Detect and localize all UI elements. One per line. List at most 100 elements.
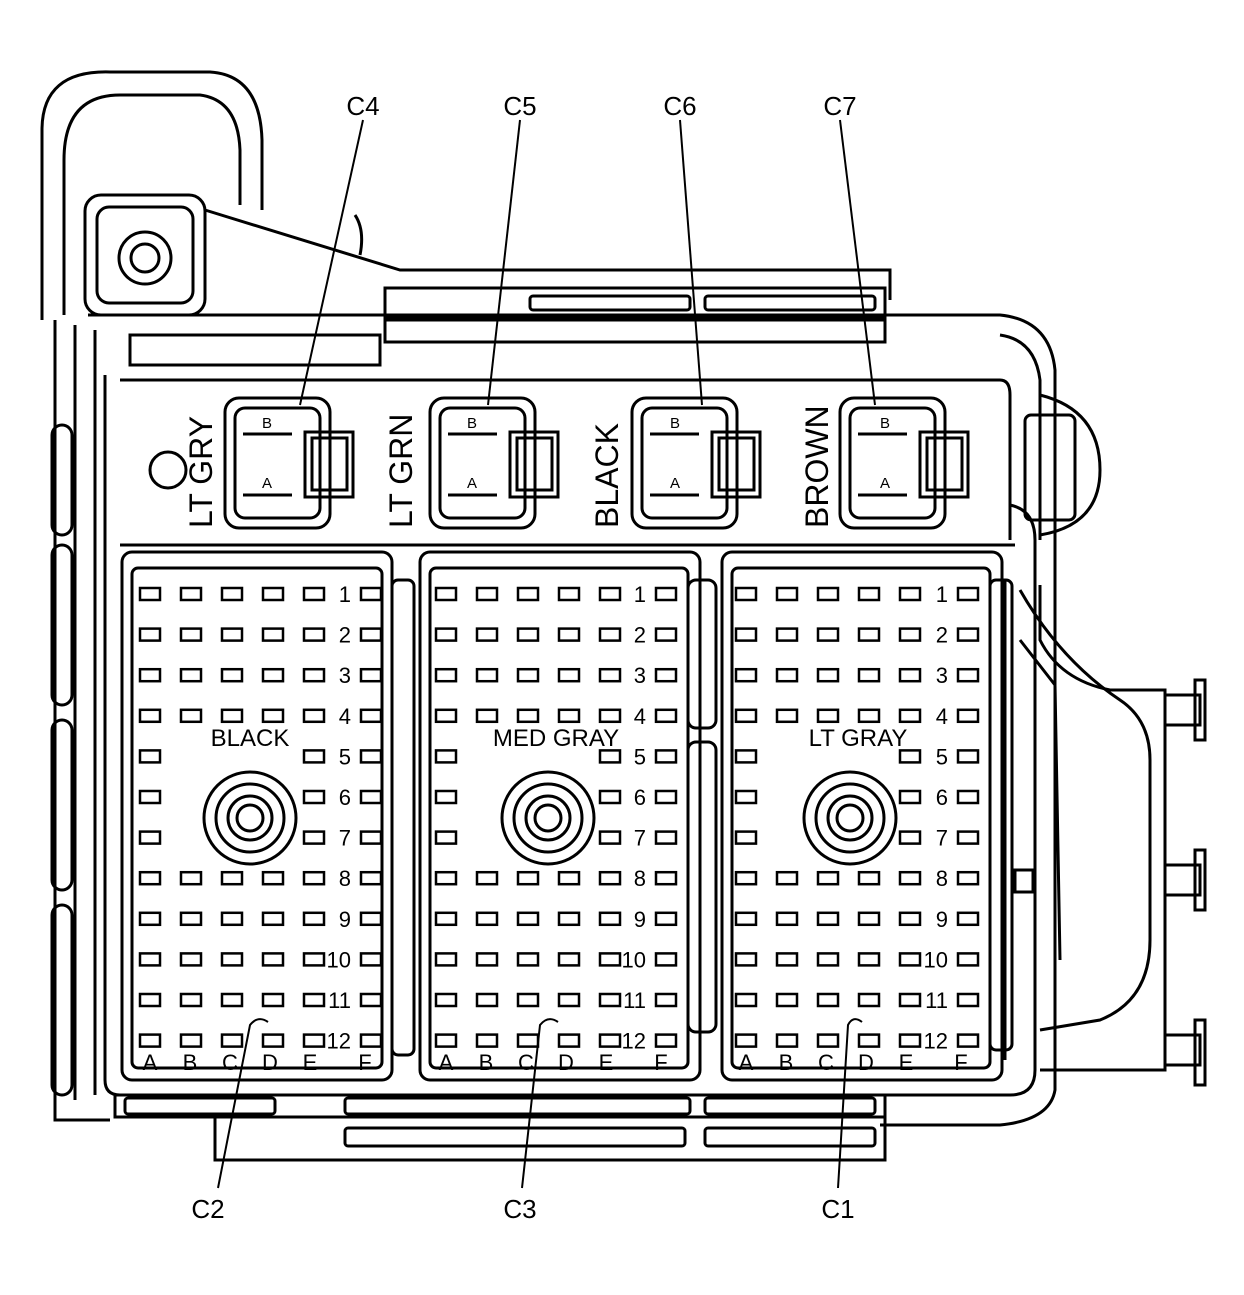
c6-pin-a: A	[670, 475, 680, 492]
c1-pin-cavity	[857, 992, 881, 1008]
c1-pin-cavity	[956, 667, 980, 683]
c2-pin-cavity	[359, 992, 383, 1008]
c3-column-label: A	[439, 1050, 454, 1075]
c2-pin-cavity	[359, 627, 383, 642]
c1-column-label: B	[779, 1050, 794, 1075]
c1-pin-cavity	[857, 667, 881, 683]
c2-pin-cavity	[359, 1033, 383, 1048]
c7-pin-b: B	[880, 415, 890, 432]
c1-row-label: 3	[936, 663, 948, 688]
c1-row-label: 10	[924, 947, 948, 972]
c1-pin-cavity	[775, 992, 799, 1008]
c2-pin-cavity	[138, 586, 162, 602]
c2-pin-cavity	[359, 830, 383, 845]
c2-pin-cavity	[220, 952, 244, 967]
c1-pin-cavity	[775, 952, 799, 967]
c2-pin-cavity	[138, 789, 162, 805]
c3-pin-cavity	[598, 667, 622, 683]
c2-color-label: BLACK	[211, 725, 290, 752]
c2-pin-cavity	[359, 789, 383, 805]
c1-pin-cavity	[898, 667, 922, 683]
c1-pin-cavity	[734, 627, 758, 642]
c1-row-label: 6	[936, 785, 948, 810]
c1-pin-cavity	[857, 870, 881, 886]
c3-pin-cavity	[434, 830, 458, 845]
c3-pin-cavity	[434, 992, 458, 1008]
c7-pin-a: A	[880, 475, 890, 492]
c1-pin-cavity	[775, 627, 799, 642]
c1-row-label: 11	[925, 988, 948, 1013]
c3-pin-cavity	[598, 992, 622, 1008]
c3-pin-cavity	[598, 952, 622, 967]
c1-pin-cavity	[898, 789, 922, 805]
c2-pin-cavity	[220, 667, 244, 683]
c1-pin-cavity	[734, 708, 758, 724]
c2-pin-cavity	[261, 952, 285, 967]
c2-pin-cavity	[359, 667, 383, 683]
c4-color-label: LT GRY	[183, 416, 219, 528]
c2-row-label: 6	[339, 785, 351, 810]
callout-c7: C7	[823, 91, 856, 121]
c2-pin-cavity	[220, 708, 244, 724]
c2-row-label: 2	[339, 623, 351, 648]
c3-pin-cavity	[598, 1033, 622, 1048]
c1-pin-cavity	[734, 749, 758, 764]
callout-c2: C2	[191, 1194, 224, 1224]
c3-pin-cavity	[516, 870, 540, 886]
c1-pin-cavity	[734, 870, 758, 886]
c1-pin-cavity	[857, 708, 881, 724]
c1-pin-cavity	[857, 952, 881, 967]
c1-pin-cavity	[734, 911, 758, 927]
c1-pin-cavity	[898, 830, 922, 845]
c1-pin-cavity	[898, 749, 922, 764]
c3-row-label: 9	[634, 907, 646, 932]
c2-pin-cavity	[302, 1033, 326, 1048]
c2-pin-cavity	[179, 870, 203, 886]
c2-pin-cavity	[302, 749, 326, 764]
c1-pin-cavity	[816, 586, 840, 602]
c1-row-label: 5	[936, 744, 948, 769]
c1-pin-cavity	[775, 586, 799, 602]
c3-pin-cavity	[598, 586, 622, 602]
c2-row-label: 10	[327, 947, 351, 972]
c2-pin-cavity	[359, 708, 383, 724]
c1-column-label: F	[954, 1050, 967, 1075]
c1-pin-cavity	[734, 1033, 758, 1048]
c1-column-label: C	[818, 1050, 834, 1075]
c2-pin-cavity	[261, 586, 285, 602]
c1-pin-cavity	[898, 708, 922, 724]
c1-pin-cavity	[898, 911, 922, 927]
c5-pin-b: B	[467, 415, 477, 432]
c2-pin-cavity	[261, 1033, 285, 1048]
c2-pin-cavity	[179, 667, 203, 683]
c2-row-label: 11	[328, 988, 351, 1013]
callout-c1: C1	[821, 1194, 854, 1224]
c3-column-label: C	[518, 1050, 534, 1075]
c2-row-label: 3	[339, 663, 351, 688]
c2-column-label: F	[358, 1050, 371, 1075]
c2-row-label: 12	[327, 1029, 351, 1054]
c2-pin-cavity	[138, 708, 162, 724]
c3-row-label: 7	[634, 826, 646, 851]
c3-pin-cavity	[516, 586, 540, 602]
c3-pin-cavity	[434, 749, 458, 764]
c1-pin-cavity	[898, 992, 922, 1008]
c2-column-label: D	[262, 1050, 278, 1075]
c1-pin-cavity	[898, 586, 922, 602]
c1-pin-cavity	[857, 627, 881, 642]
c3-pin-cavity	[475, 1033, 499, 1048]
c2-pin-cavity	[261, 911, 285, 927]
c3-pin-cavity	[516, 911, 540, 927]
c7-color-label: BROWN	[799, 405, 835, 528]
c1-pin-cavity	[775, 911, 799, 927]
c1-pin-cavity	[816, 627, 840, 642]
c3-pin-cavity	[654, 870, 678, 886]
c3-pin-cavity	[654, 667, 678, 683]
leader-lines	[217, 119, 876, 1189]
c1-pin-cavity	[956, 870, 980, 886]
small-connector-c5	[428, 396, 560, 530]
c3-pin-cavity	[557, 952, 581, 967]
c5-pin-a: A	[467, 475, 477, 492]
c2-pin-cavity	[302, 789, 326, 805]
c1-pin-cavity	[816, 870, 840, 886]
